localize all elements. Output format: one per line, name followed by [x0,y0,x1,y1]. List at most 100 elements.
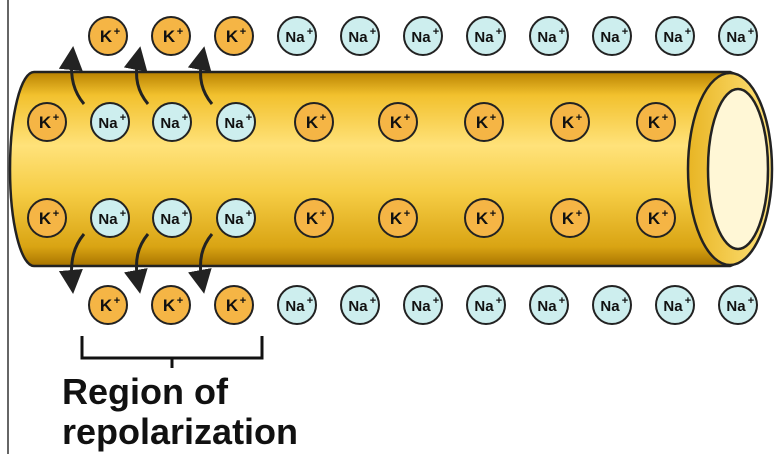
ion-layer: K+K+K+Na+Na+Na+Na+Na+Na+Na+Na+K+Na+Na+Na… [27,16,758,325]
ion-label: Na [224,115,244,132]
ion-charge: + [490,208,496,220]
ion-label: K [39,209,52,228]
sodium-ion-bottom-outside-9: Na+ [592,285,632,325]
sodium-ion-top-outside-7: Na+ [466,16,506,56]
potassium-ion-inside-lower-8: K+ [550,198,590,238]
sodium-ion-bottom-outside-4: Na+ [277,285,317,325]
ion-label: K [306,209,319,228]
potassium-ion-inside-lower-9: K+ [636,198,676,238]
potassium-ion-inside-lower-1: K+ [27,198,67,238]
ion-charge: + [496,26,502,38]
ion-charge: + [307,26,313,38]
ion-label: Na [224,211,244,228]
sodium-ion-inside-lower-4: Na+ [216,198,256,238]
sodium-ion-top-outside-9: Na+ [592,16,632,56]
potassium-ion-inside-lower-7: K+ [464,198,504,238]
ion-charge: + [182,208,188,220]
ion-label: K [163,27,176,46]
potassium-ion-inside-upper-8: K+ [550,102,590,142]
potassium-ion-inside-lower-6: K+ [378,198,418,238]
ion-label: Na [98,211,118,228]
ion-label: K [100,27,113,46]
ion-charge: + [246,208,252,220]
repolarization-bracket [80,336,264,368]
ion-charge: + [576,112,582,124]
ion-charge: + [240,26,246,38]
ion-charge: + [120,208,126,220]
ion-charge: + [559,26,565,38]
ion-label: K [476,113,489,132]
ion-label: K [39,113,52,132]
potassium-ion-bottom-outside-1: K+ [88,285,128,325]
efflux-arrow-top-1 [58,46,86,105]
ion-charge: + [307,295,313,307]
sodium-ion-inside-lower-3: Na+ [152,198,192,238]
ion-label: Na [285,298,305,315]
potassium-ion-inside-lower-5: K+ [294,198,334,238]
ion-label: K [306,113,319,132]
ion-charge: + [240,295,246,307]
ion-charge: + [662,208,668,220]
sodium-ion-inside-lower-2: Na+ [90,198,130,238]
ion-label: Na [348,298,368,315]
sodium-ion-inside-upper-3: Na+ [152,102,192,142]
ion-label: Na [474,298,494,315]
ion-charge: + [576,208,582,220]
potassium-ion-top-outside-3: K+ [214,16,254,56]
potassium-ion-inside-upper-1: K+ [27,102,67,142]
ion-label: Na [726,298,746,315]
ion-charge: + [177,26,183,38]
potassium-ion-top-outside-1: K+ [88,16,128,56]
ion-label: Na [98,115,118,132]
ion-charge: + [685,295,691,307]
caption-line-2: repolarization [62,411,299,452]
sodium-ion-top-outside-4: Na+ [277,16,317,56]
ion-charge: + [246,112,252,124]
sodium-ion-bottom-outside-7: Na+ [466,285,506,325]
potassium-ion-inside-upper-7: K+ [464,102,504,142]
ion-label: K [648,113,661,132]
ion-label: Na [663,298,683,315]
potassium-ion-inside-upper-9: K+ [636,102,676,142]
ion-charge: + [496,295,502,307]
ion-charge: + [404,208,410,220]
ion-charge: + [404,112,410,124]
ion-label: Na [160,211,180,228]
ion-charge: + [490,112,496,124]
ion-charge: + [433,295,439,307]
ion-label: Na [600,29,620,46]
ion-charge: + [748,26,754,38]
sodium-ion-bottom-outside-5: Na+ [340,285,380,325]
sodium-ion-top-outside-6: Na+ [403,16,443,56]
ion-charge: + [370,295,376,307]
ion-label: Na [411,298,431,315]
ion-label: Na [663,29,683,46]
sodium-ion-bottom-outside-6: Na+ [403,285,443,325]
ion-label: K [226,27,239,46]
ion-label: Na [411,29,431,46]
sodium-ion-inside-upper-2: Na+ [90,102,130,142]
ion-charge: + [177,295,183,307]
ion-charge: + [182,112,188,124]
ion-charge: + [433,26,439,38]
potassium-ion-inside-upper-6: K+ [378,102,418,142]
ion-label: K [562,209,575,228]
efflux-arrow-bottom-2 [124,233,150,294]
ion-charge: + [114,26,120,38]
ion-label: K [390,113,403,132]
ion-charge: + [559,295,565,307]
ion-label: Na [285,29,305,46]
ion-charge: + [320,112,326,124]
ion-charge: + [370,26,376,38]
potassium-ion-bottom-outside-2: K+ [151,285,191,325]
sodium-ion-top-outside-8: Na+ [529,16,569,56]
ion-label: K [390,209,403,228]
sodium-ion-top-outside-11: Na+ [718,16,758,56]
ion-charge: + [748,295,754,307]
ion-charge: + [622,26,628,38]
ion-charge: + [53,112,59,124]
potassium-ion-top-outside-2: K+ [151,16,191,56]
ion-label: K [476,209,489,228]
sodium-ion-top-outside-10: Na+ [655,16,695,56]
axon-end-opening [706,87,770,251]
